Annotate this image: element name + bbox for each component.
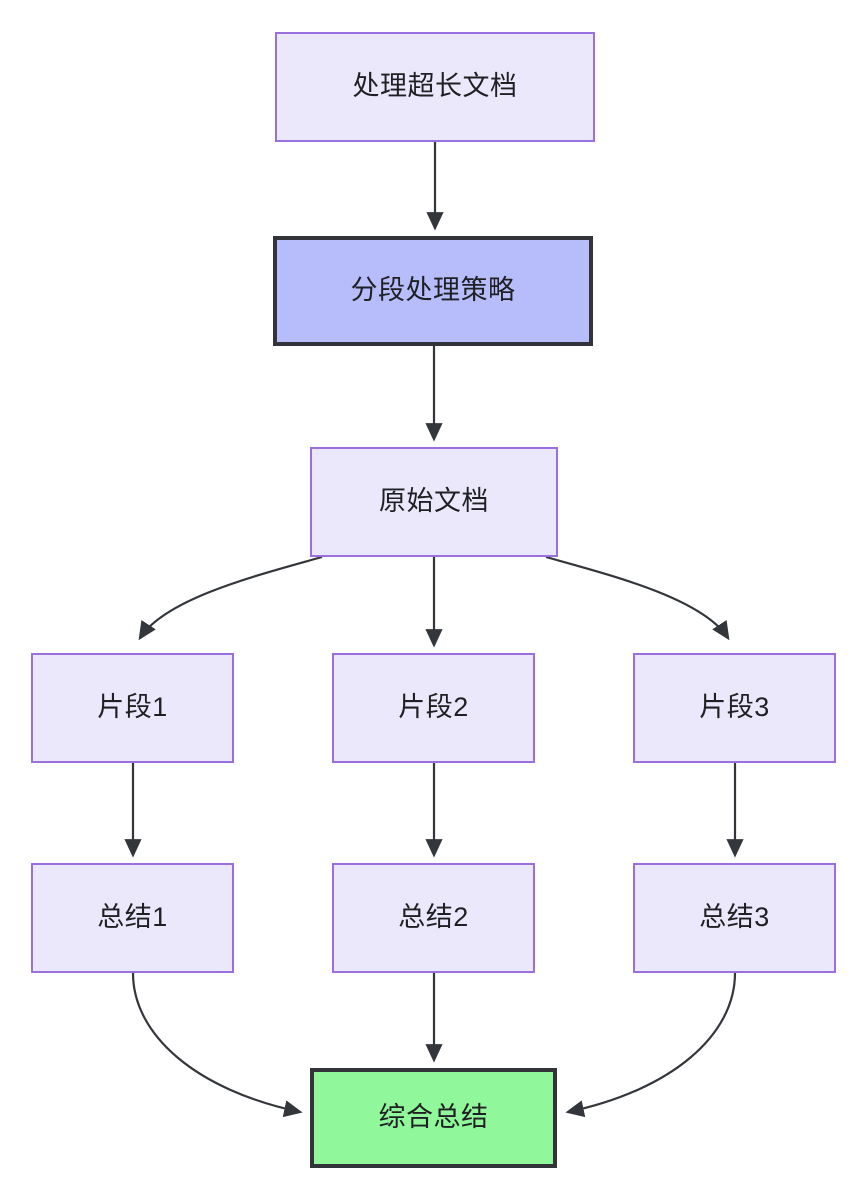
edge-n3-n6: [545, 555, 730, 641]
node-summary-2[interactable]: 总结2: [332, 863, 535, 973]
node-label: 片段1: [97, 692, 168, 723]
node-fragment-1[interactable]: 片段1: [31, 653, 234, 763]
node-label: 总结2: [398, 902, 469, 933]
node-label: 总结3: [699, 902, 770, 933]
node-label: 综合总结: [378, 1102, 489, 1133]
node-source-document[interactable]: 原始文档: [310, 447, 558, 557]
node-combined-summary[interactable]: 综合总结: [310, 1068, 557, 1168]
node-summary-1[interactable]: 总结1: [31, 863, 234, 973]
node-summary-3[interactable]: 总结3: [633, 863, 836, 973]
node-fragment-3[interactable]: 片段3: [633, 653, 836, 763]
node-chunking-strategy[interactable]: 分段处理策略: [273, 236, 593, 346]
node-label: 片段3: [699, 692, 770, 723]
node-fragment-2[interactable]: 片段2: [332, 653, 535, 763]
node-label: 处理超长文档: [352, 71, 518, 102]
edge-n9-n10: [565, 972, 737, 1118]
node-label: 总结1: [97, 902, 168, 933]
node-label: 分段处理策略: [350, 275, 516, 306]
node-process-long-document[interactable]: 处理超长文档: [275, 32, 595, 142]
edge-n7-n10: [131, 972, 303, 1118]
node-label: 原始文档: [379, 486, 489, 517]
node-label: 片段2: [398, 692, 469, 723]
edge-n3-n4: [138, 555, 323, 641]
